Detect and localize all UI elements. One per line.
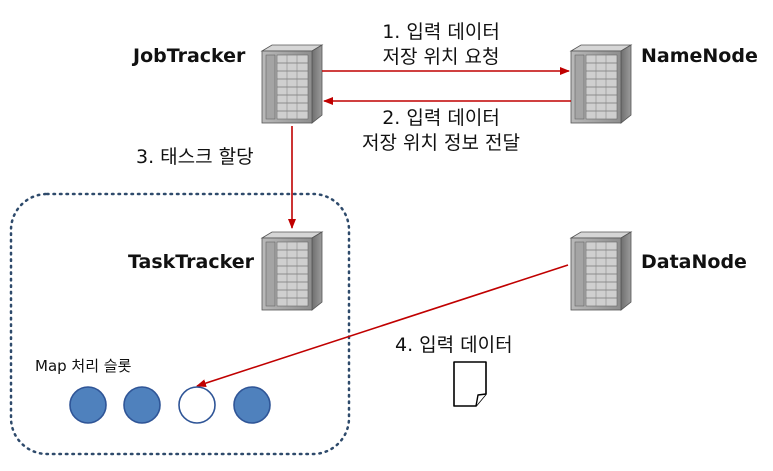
- step1-label-line2: 저장 위치 요청: [383, 46, 500, 68]
- datanode-server-icon: [570, 231, 632, 311]
- step1-label-line1: 1. 입력 데이터: [382, 21, 500, 43]
- map-slot-busy: [123, 386, 161, 424]
- map-slots: [69, 386, 271, 424]
- namenode-server-icon: [570, 44, 632, 124]
- map-slot-busy: [233, 386, 271, 424]
- step2-label-line1: 2. 입력 데이터: [382, 107, 500, 129]
- tasktracker-label: TaskTracker: [128, 251, 255, 273]
- map-slot-label: Map 처리 슬롯: [35, 357, 132, 375]
- jobtracker-server-icon: [261, 44, 323, 124]
- jobtracker-label: JobTracker: [131, 45, 246, 67]
- tasktracker-group-boundary: [9, 192, 351, 456]
- step2-label-line2: 저장 위치 정보 전달: [362, 132, 520, 154]
- map-slot-busy: [69, 386, 107, 424]
- map-slot-free: [178, 386, 216, 424]
- data-file-icon: [453, 361, 487, 407]
- step4-label: 4. 입력 데이터: [395, 334, 513, 356]
- tasktracker-server-icon: [261, 231, 323, 311]
- namenode-label: NameNode: [641, 45, 758, 67]
- step3-label: 3. 태스크 할당: [136, 146, 254, 168]
- input-data-arrow: [196, 264, 569, 388]
- datanode-label: DataNode: [641, 251, 747, 273]
